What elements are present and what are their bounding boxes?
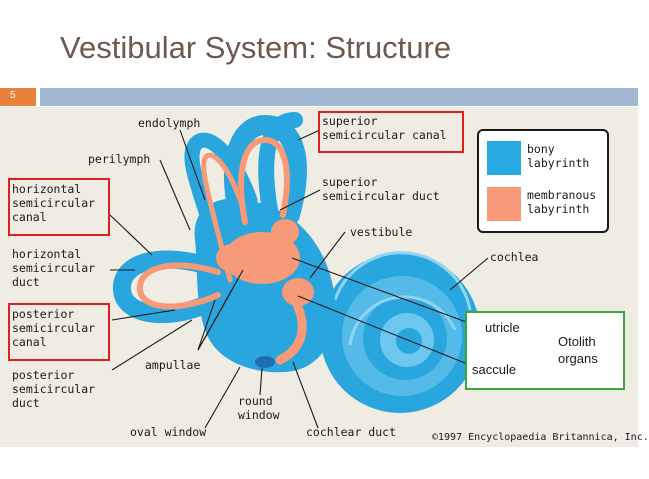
label-saccule: saccule <box>472 362 517 377</box>
label-cochlear-duct: cochlear duct <box>306 425 397 439</box>
label-perilymph: perilymph <box>88 152 151 166</box>
otolith-annotation-box <box>465 311 625 390</box>
label-posterior-canal: posterior semicircular canal <box>12 307 96 349</box>
legend-box: bony labyrinth membranous labyrinth <box>477 129 609 233</box>
label-utricle: utricle <box>485 320 520 335</box>
legend-swatch-bony <box>487 141 521 175</box>
label-round-window: round window <box>238 394 280 422</box>
legend-swatch-membranous <box>487 187 521 221</box>
label-cochlea: cochlea <box>490 250 539 264</box>
label-otolith-organs: Otolith organs <box>558 334 598 366</box>
legend-label-membranous: membranous labyrinth <box>527 188 597 216</box>
label-horizontal-canal: horizontal semicircular canal <box>12 182 96 224</box>
label-horizontal-duct: horizontal semicircular duct <box>12 247 96 289</box>
label-oval-window: oval window <box>130 425 207 439</box>
label-superior-canal: superior semicircular canal <box>322 114 447 142</box>
label-vestibule: vestibule <box>350 225 413 239</box>
membranous-ducts <box>136 136 290 310</box>
label-posterior-duct: posterior semicircular duct <box>12 368 96 410</box>
superior-canal-highlight <box>318 111 464 153</box>
otolith-brace-right <box>530 320 544 368</box>
copyright-credit: ©1997 Encyclopaedia Britannica, Inc. <box>432 432 649 443</box>
slide-rule-bar <box>40 88 638 106</box>
slide-title: Vestibular System: Structure <box>60 30 452 65</box>
horizontal-canal-highlight <box>8 178 110 236</box>
posterior-canal-highlight <box>8 303 110 361</box>
oval-window-shape <box>255 356 275 368</box>
slide-number: 5 <box>10 90 16 101</box>
slide-accent-bar <box>0 88 36 106</box>
cochlea-shape <box>320 251 480 413</box>
label-superior-duct: superior semicircular duct <box>322 175 440 203</box>
legend-label-bony: bony labyrinth <box>527 142 590 170</box>
label-ampullae: ampullae <box>145 358 201 372</box>
label-endolymph: endolymph <box>138 116 201 130</box>
leader-lines <box>109 129 553 429</box>
